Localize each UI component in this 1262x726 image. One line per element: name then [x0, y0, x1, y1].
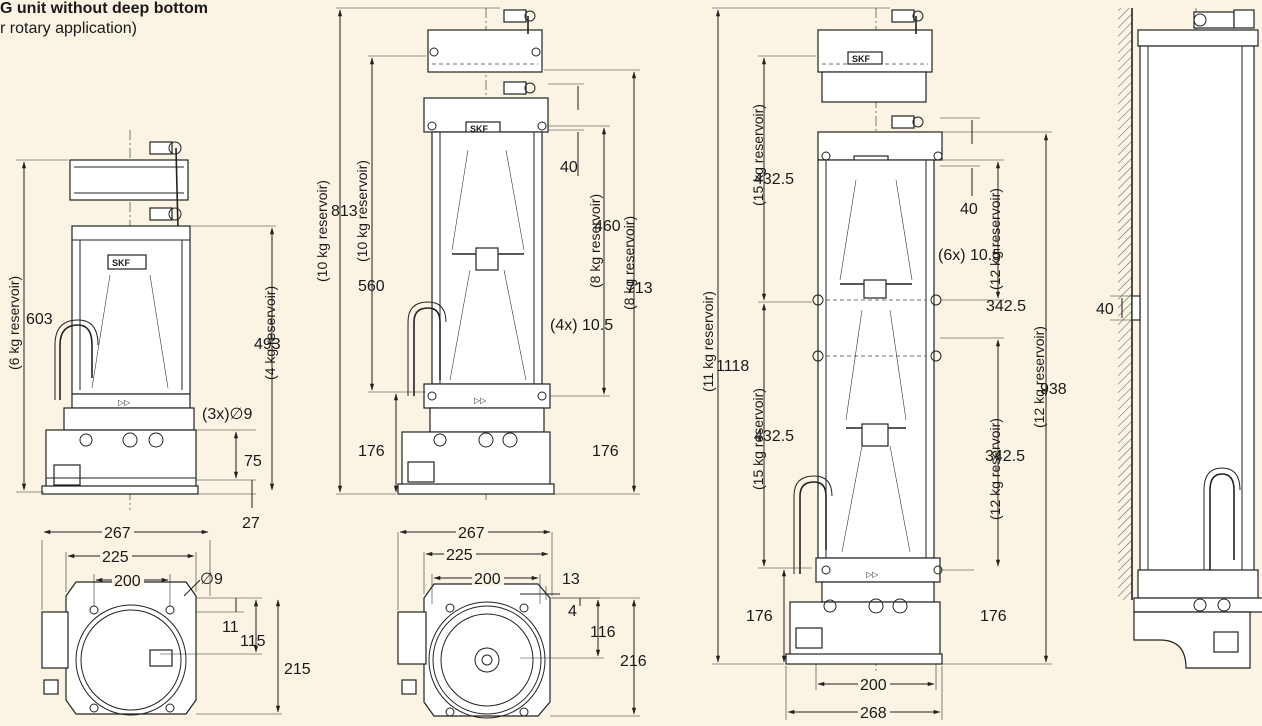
v3-w200: 200 — [860, 677, 887, 694]
v3-h-e: 938 — [1040, 381, 1067, 398]
p2-w225: 225 — [446, 547, 473, 564]
v3-res-d: (12 kg reservoir) — [987, 188, 1003, 290]
view-4-side: 40 — [1096, 8, 1262, 669]
v1-res-right: (4 kg reservoir) — [262, 286, 278, 380]
v4-d40: 40 — [1096, 301, 1114, 318]
title-line-2: r rotary application) — [0, 20, 137, 37]
v3-holes: (6x) 10.5 — [938, 247, 1001, 264]
v1-d75: 75 — [244, 453, 262, 470]
p2-d216: 216 — [620, 653, 647, 670]
svg-text:▷▷: ▷▷ — [474, 396, 487, 405]
v2-h-left2: 560 — [358, 278, 385, 295]
view-2-elevation: SKF ▷▷ (10 kg reservoir) 813 (10 kg rese… — [314, 7, 653, 500]
p2-w267: 267 — [458, 525, 485, 542]
v1-h-left: 603 — [26, 311, 53, 328]
v3-h-f: 342.5 — [985, 448, 1025, 465]
v3-h-a: 432.5 — [754, 171, 794, 188]
p1-d11: 11 — [222, 619, 239, 636]
skf-logo-3: SKF — [852, 54, 871, 64]
plan-view-1: 267 225 200 ∅9 11 115 215 — [41, 522, 311, 716]
v2-d176r: 176 — [592, 443, 619, 460]
v2-d176l: 176 — [358, 443, 385, 460]
skf-logo-2: SKF — [470, 124, 489, 134]
view-1-elevation: SKF ▷▷ (6 kg reservoir) 603 (4 kg reserv… — [6, 130, 281, 532]
v2-res-left2: (10 kg reservoir) — [354, 160, 370, 262]
v3-h-d: 342.5 — [986, 298, 1026, 315]
p1-d215: 215 — [284, 661, 311, 678]
v3-d176l: 176 — [746, 608, 773, 625]
v3-h-b: 432.5 — [754, 428, 794, 445]
p2-w200: 200 — [474, 571, 501, 588]
v2-h-right1: 460 — [594, 218, 621, 235]
plan-view-2: 267 225 200 13 4 116 216 — [397, 522, 647, 719]
v3-res-a: (15 kg reservoir) — [750, 104, 766, 206]
svg-text:▷▷: ▷▷ — [118, 398, 131, 407]
v1-h-right: 493 — [254, 336, 281, 353]
p2-d4: 4 — [568, 603, 577, 620]
p1-d115: 115 — [240, 633, 266, 650]
svg-text:▷▷: ▷▷ — [866, 570, 879, 579]
v1-holes: (3x)∅9 — [202, 406, 252, 423]
skf-logo: SKF — [112, 258, 131, 268]
p2-d13: 13 — [562, 571, 580, 588]
v3-d40: 40 — [960, 201, 978, 218]
v3-res-c: (11 kg reservoir) — [700, 291, 716, 392]
p1-w225: 225 — [102, 549, 129, 566]
v3-res-f: (12 kg reservoir) — [987, 418, 1003, 520]
view-3-elevation: SKF SKF ▷▷ — [700, 7, 1067, 722]
p1-w267: 267 — [104, 525, 131, 542]
v2-res-right2: (8 kg reservoir) — [621, 216, 637, 310]
v2-h-left1: 813 — [331, 203, 358, 220]
p1-hole: ∅9 — [200, 571, 223, 588]
v1-d27: 27 — [242, 515, 260, 532]
v3-w268: 268 — [860, 705, 887, 722]
v3-d176r: 176 — [980, 608, 1007, 625]
v2-d40: 40 — [560, 159, 578, 176]
v1-res-left: (6 kg reservoir) — [6, 276, 22, 370]
title-line-1: G unit without deep bottom — [0, 0, 208, 17]
p1-w200: 200 — [114, 573, 141, 590]
v3-res-b: (15 kg reservoir) — [750, 388, 766, 490]
v2-holes: (4x) 10.5 — [550, 317, 613, 334]
v3-res-e: (12 kg reservoir) — [1031, 326, 1047, 428]
v2-res-right1: (8 kg reservoir) — [587, 194, 603, 288]
p2-d116: 116 — [590, 624, 616, 641]
v2-h-right2: 713 — [626, 280, 653, 297]
sheet-title: G unit without deep bottom r rotary appl… — [0, 0, 208, 39]
v2-res-left1: (10 kg reservoir) — [314, 180, 330, 282]
v3-h-c: 1118 — [716, 358, 749, 375]
